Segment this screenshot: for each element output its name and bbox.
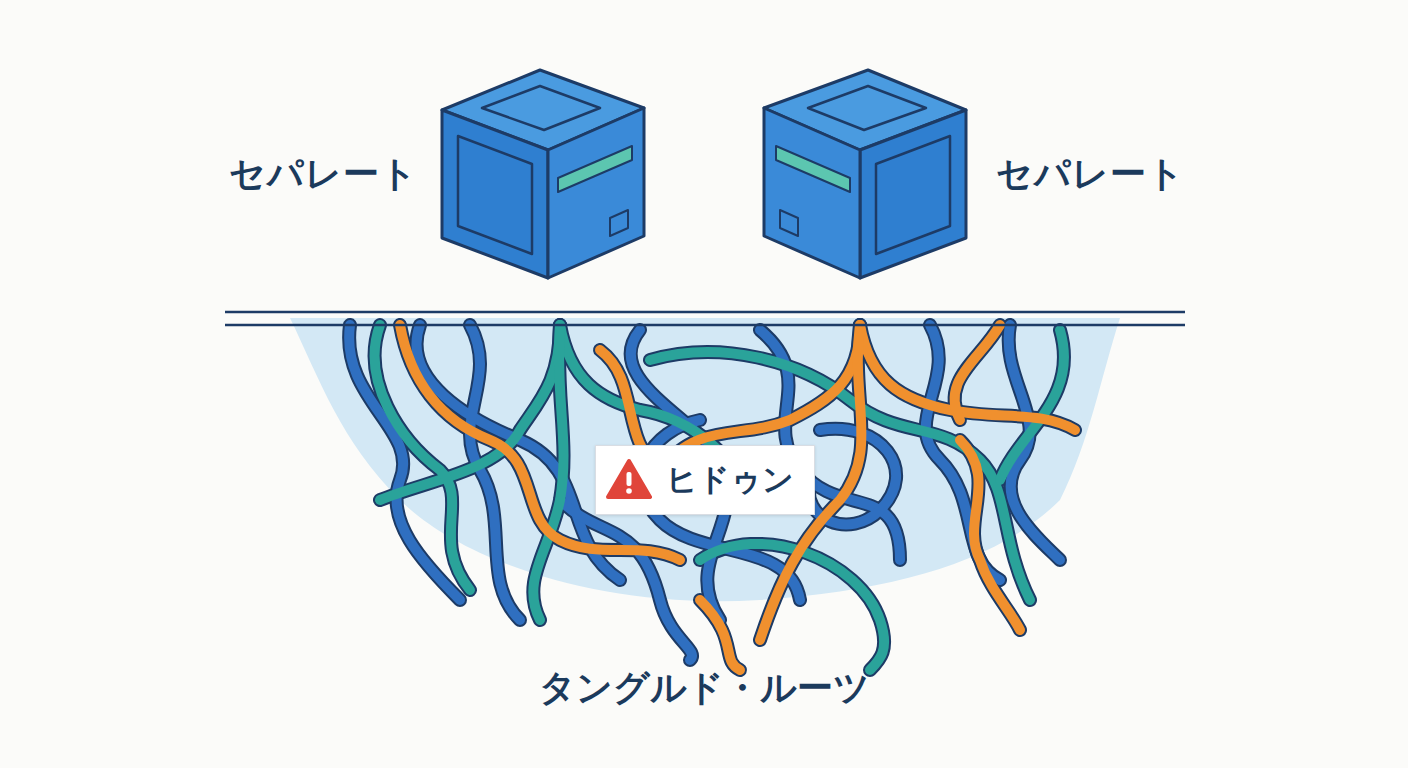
cube-label: セパレート bbox=[229, 150, 418, 199]
cube-shape bbox=[762, 68, 968, 280]
cube-label: セパレート bbox=[996, 150, 1185, 199]
warning-text: ヒドゥン bbox=[666, 459, 794, 501]
cube-shape bbox=[440, 68, 646, 280]
warning-icon bbox=[606, 458, 652, 500]
cube-box: セパレート bbox=[440, 68, 646, 280]
roots-label: タングルド・ルーツ bbox=[539, 664, 870, 713]
cube-box: セパレート bbox=[762, 68, 968, 280]
